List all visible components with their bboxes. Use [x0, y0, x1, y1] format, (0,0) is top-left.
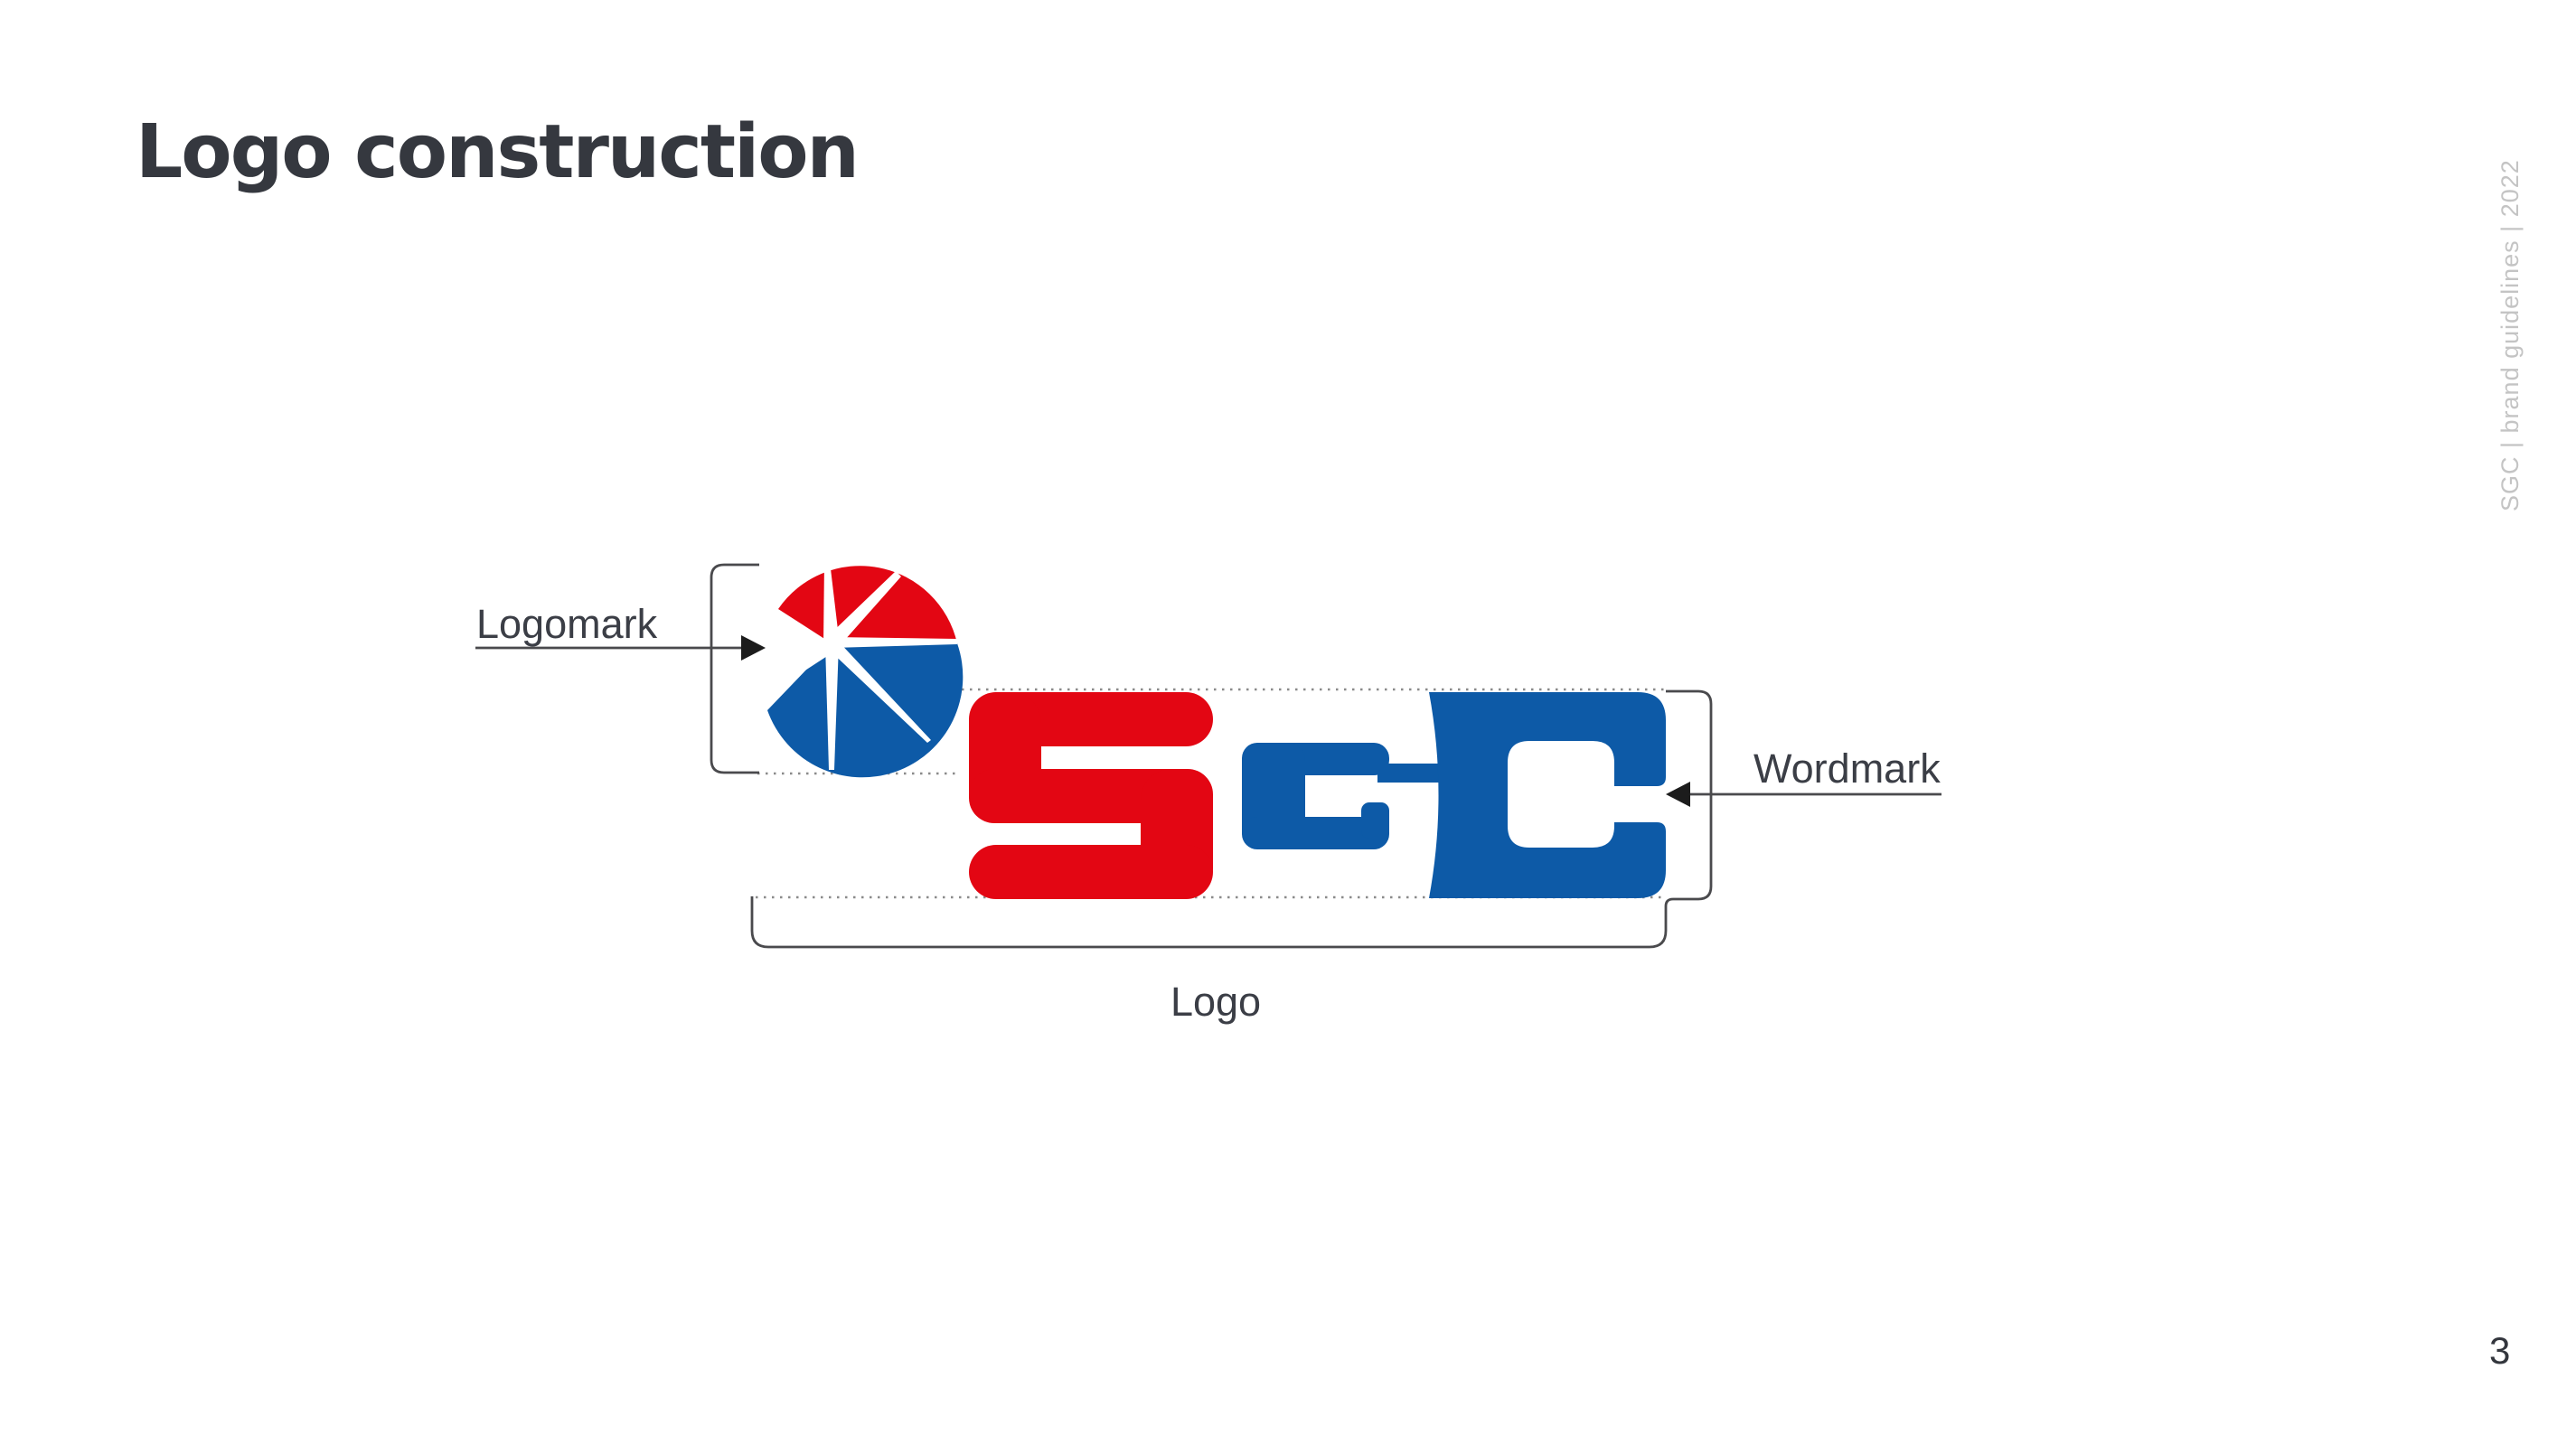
page-number: 3 — [2489, 1329, 2511, 1372]
wordmark-group — [969, 692, 1666, 899]
page-title: Logo construction — [136, 109, 860, 195]
wordmark-letter-c — [1429, 692, 1666, 898]
wordmark-letter-s — [969, 692, 1213, 899]
logo-label: Logo — [1170, 979, 1262, 1025]
logomark-bracket — [710, 563, 759, 774]
side-vertical-text: SGC | brand guidelines | 2022 — [2496, 159, 2524, 511]
logomark-star-rays — [798, 561, 957, 770]
logomark-label: Logomark — [476, 601, 658, 647]
logomark-icon — [767, 561, 964, 778]
logomark-arrowhead — [741, 635, 766, 661]
annotation-brackets — [710, 563, 1713, 949]
logomark-blue-sector — [767, 643, 964, 778]
wordmark-label: Wordmark — [1753, 745, 1941, 792]
wordmark-letter-g — [1242, 743, 1453, 849]
wordmark-logo-bracket — [750, 689, 1713, 949]
wordmark-arrowhead — [1666, 782, 1690, 807]
dotted-guide-lines — [756, 688, 1664, 899]
annotation-arrows — [475, 635, 1941, 807]
